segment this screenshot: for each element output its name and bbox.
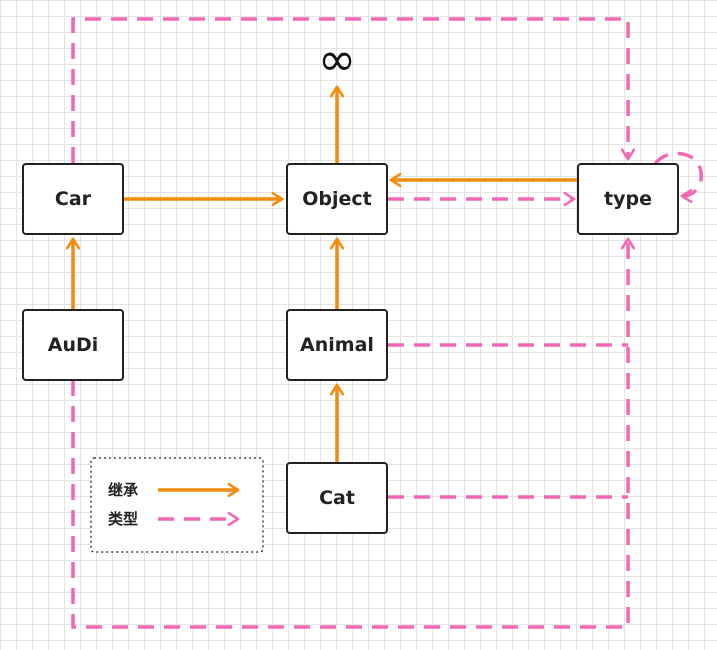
type-edges: [71, 17, 703, 629]
type-edge-type-self-loop: [653, 151, 703, 196]
type-edge-car-to-type: [71, 17, 628, 163]
node-audi-label: AuDi: [48, 334, 99, 356]
node-type[interactable]: type: [577, 163, 679, 235]
node-type-label: type: [604, 188, 652, 210]
type-edge-audi-to-type: [71, 240, 628, 629]
node-car[interactable]: Car: [22, 163, 124, 235]
node-audi[interactable]: AuDi: [22, 309, 124, 381]
inheritance-edges: [73, 88, 578, 462]
node-car-label: Car: [55, 188, 92, 210]
node-animal-label: Animal: [300, 334, 374, 356]
node-object-label: Object: [302, 188, 372, 210]
node-object[interactable]: Object: [286, 163, 388, 235]
infinity-symbol: ∞: [318, 32, 356, 86]
legend-inheritance-label: 继承: [108, 481, 138, 499]
node-cat[interactable]: Cat: [286, 462, 388, 534]
node-cat-label: Cat: [319, 487, 355, 509]
legend-type-label: 类型: [108, 510, 138, 528]
legend: 继承 类型: [90, 457, 264, 553]
node-animal[interactable]: Animal: [286, 309, 388, 381]
